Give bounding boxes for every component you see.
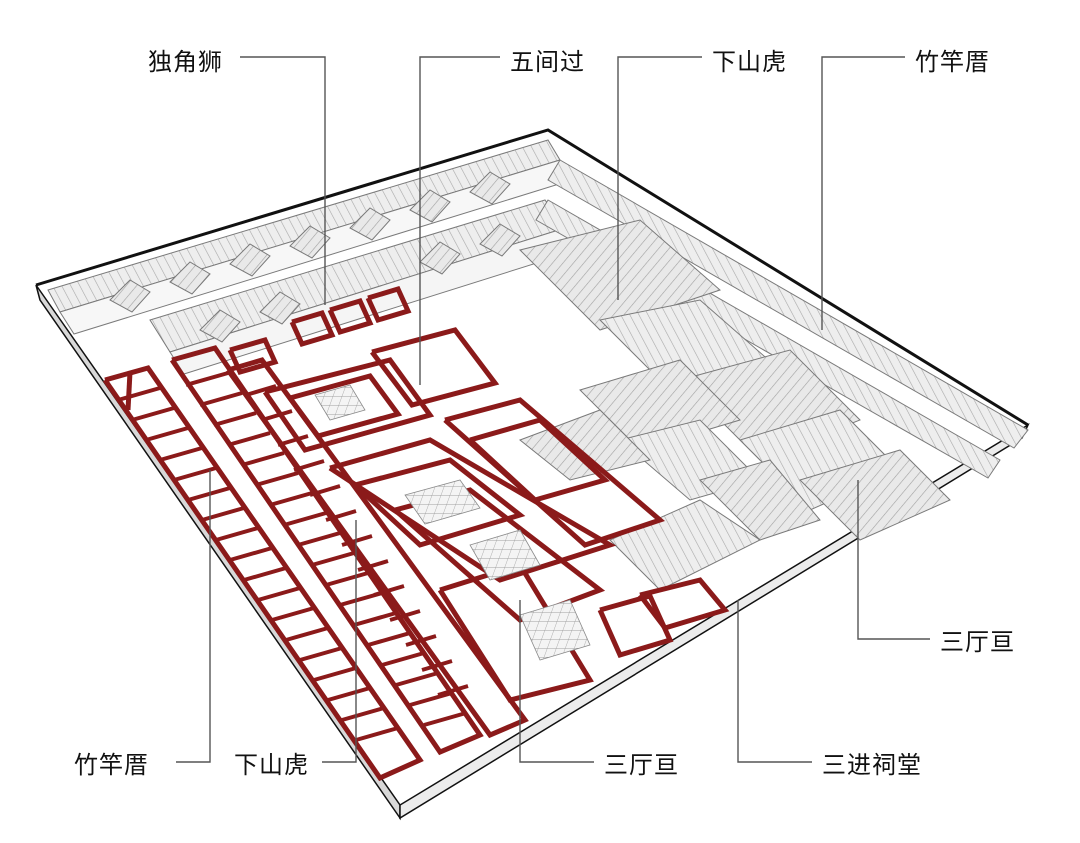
label-zhuganmei-bottom: 竹竿厝 (74, 751, 149, 779)
zhuganmei-left-strip-1 (102, 365, 424, 782)
label-santingzhuan-bottom: 三厅亘 (604, 751, 679, 779)
roofed-buildings (47, 139, 1029, 591)
label-santingzhuan-right: 三厅亘 (940, 628, 1015, 656)
xiashanhu-middle-strip-rooms (245, 384, 469, 697)
label-zhuganmei-top: 竹竿厝 (915, 48, 990, 76)
zhuganmei-left-strip-2 (169, 345, 484, 756)
cutaway-wall-plans (102, 285, 730, 782)
label-wujianguo: 五间过 (510, 48, 585, 76)
dujiaoshi-units (227, 285, 412, 375)
label-xiashanhu-top: 下山虎 (712, 48, 787, 76)
wujianguo-block (262, 327, 500, 453)
label-dujiaoshi: 独角狮 (148, 48, 223, 76)
label-sanjincitang: 三进祠堂 (822, 751, 922, 779)
xiashanhu-middle-strip (225, 357, 529, 739)
courtyard-paving (314, 384, 591, 661)
sanjincitang-cut-rooms (597, 577, 730, 659)
leader-lines (176, 56, 930, 763)
label-xiashanhu-bottom: 下山虎 (234, 751, 309, 779)
zhuganmei-left-strip-1-rooms (117, 386, 399, 742)
